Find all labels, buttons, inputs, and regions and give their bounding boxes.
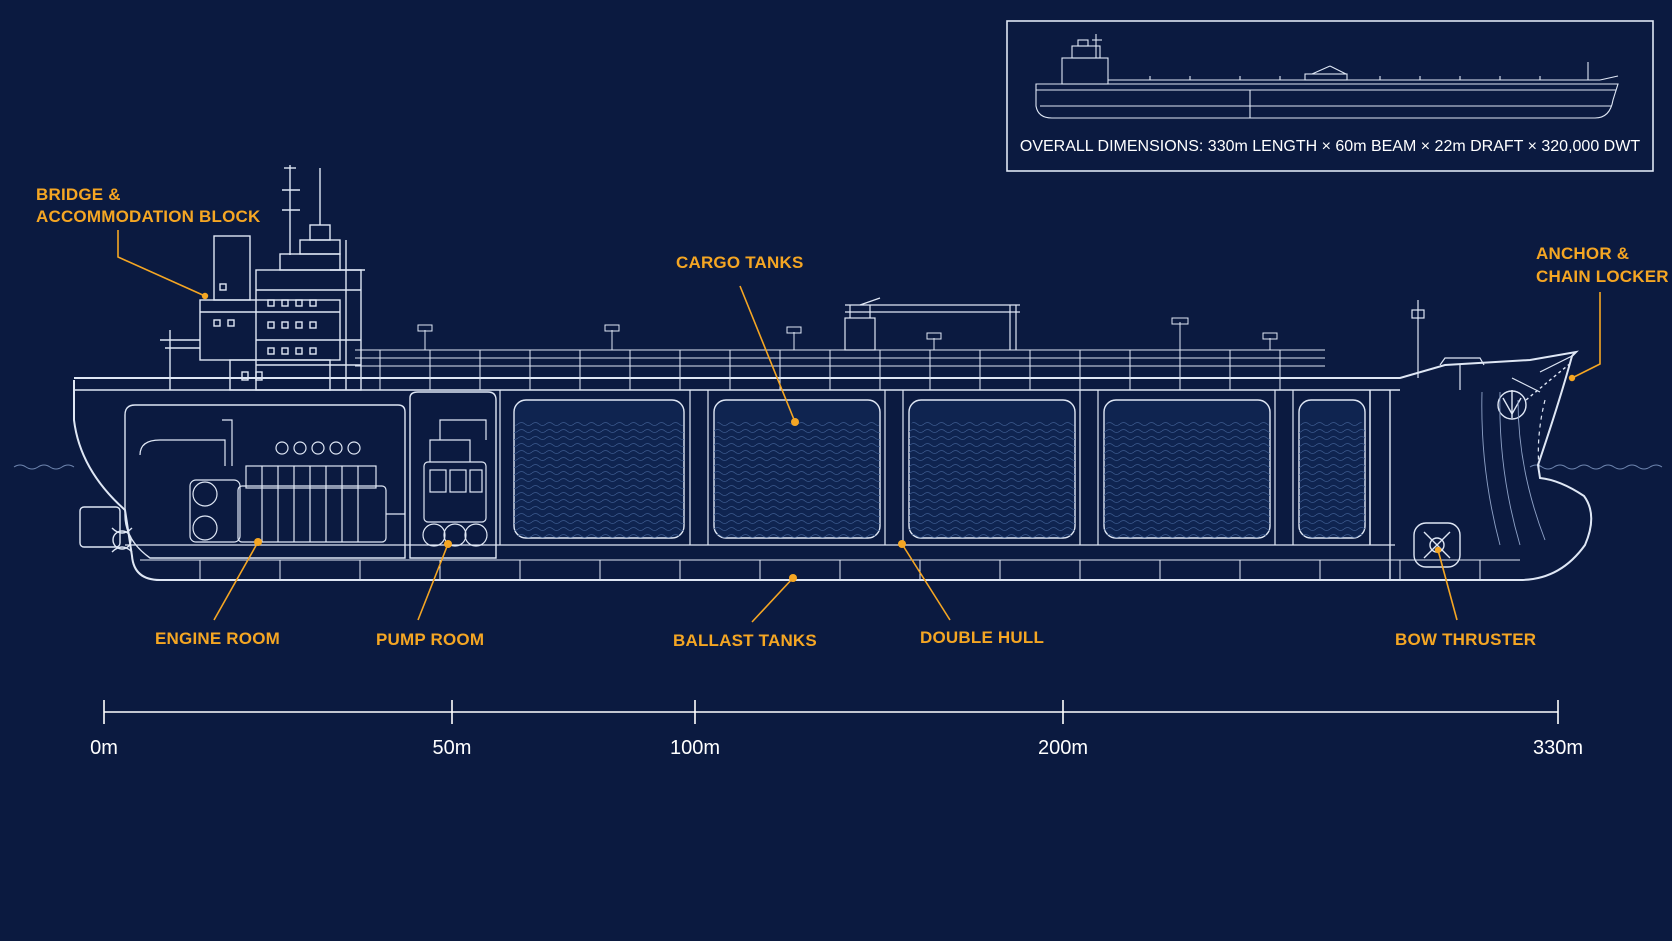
scale-tick-label: 0m [90,737,118,759]
label-ballast-tanks: BALLAST TANKS [673,631,817,650]
deck-crane [844,297,1020,351]
label-pump-room: PUMP ROOM [376,630,484,649]
inset-frame [1006,20,1654,172]
inset-dimensions-text: OVERALL DIMENSIONS: 330m LENGTH × 60m BE… [1020,138,1640,155]
cargo-tanks [513,399,1366,539]
hull-outline [73,350,1593,581]
bridge-superstructure [160,165,365,391]
label-bow-thruster: BOW THRUSTER [1395,630,1536,649]
label-anchor-line2: CHAIN LOCKER [1536,267,1669,286]
scale-tick-label: 50m [433,737,472,759]
inset-ship-silhouette [1035,34,1619,119]
label-anchor-line1: ANCHOR & [1536,244,1629,263]
foremast [1411,300,1425,378]
pump-room-compartment [409,391,497,559]
bow-thruster-unit [1413,522,1461,568]
label-bridge-line2: ACCOMMODATION BLOCK [36,207,261,226]
label-double-hull: DOUBLE HULL [920,628,1044,647]
cargo-tank-frames [499,390,1371,545]
scale-tick-label: 100m [670,737,720,759]
main-engine [139,419,405,543]
scale-tick-label: 330m [1533,737,1583,759]
deck-piping [355,317,1325,390]
waterline [13,464,1663,470]
rudder [79,506,121,548]
callout-dots [201,292,1576,582]
cargo-pumps [422,419,488,547]
callout-leaders [117,230,1601,623]
scale-tick-label: 200m [1038,737,1088,759]
label-bridge-line1: BRIDGE & [36,185,121,204]
ballast-tank-bays [199,560,1481,580]
engine-room-compartment [124,404,406,559]
label-cargo-tanks: CARGO TANKS [676,253,804,272]
scale-bar: 0m 50m 100m 200m 330m [90,700,1583,759]
inset-overview: OVERALL DIMENSIONS: 330m LENGTH × 60m BE… [1006,20,1654,172]
forecastle [1439,355,1573,479]
ship-cutaway [73,165,1593,581]
bow-structure [1481,391,1546,546]
anchor-hawse [1497,361,1573,420]
label-engine-room: ENGINE ROOM [155,629,280,648]
propeller [112,530,132,550]
